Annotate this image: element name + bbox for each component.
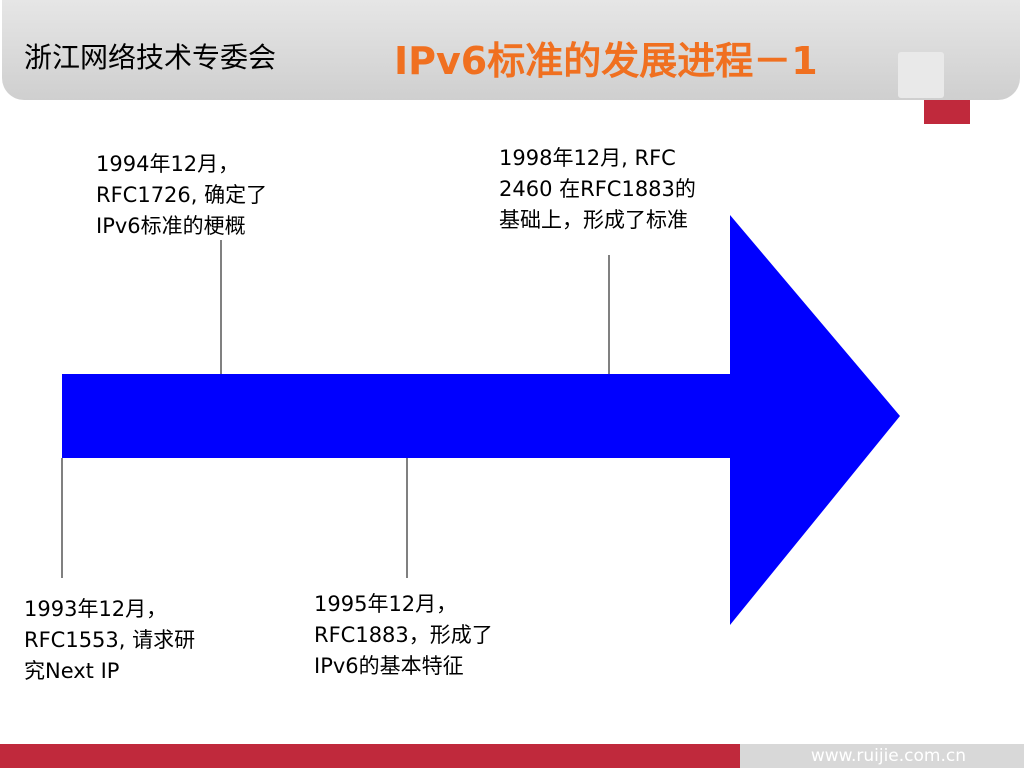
event-1995-line3: IPv6的基本特征 — [314, 654, 464, 678]
decorative-grey-square — [898, 52, 944, 98]
event-1998: 1998年12月, RFC 2460 在RFC1883的 基础上，形成了标准 — [499, 143, 696, 236]
organization-name: 浙江网络技术专委会 — [24, 41, 277, 74]
event-1995-line2: RFC1883，形成了 — [314, 623, 493, 647]
footer-url[interactable]: www.ruijie.com.cn — [810, 746, 966, 766]
header-bar: 浙江网络技术专委会 IPv6标准的发展进程－1 — [2, 0, 1020, 100]
footer-red-bar — [0, 744, 740, 768]
event-1994-line3: IPv6标准的梗概 — [96, 214, 246, 238]
event-1994-line2: RFC1726, 确定了 — [96, 183, 268, 207]
event-1993-line1: 1993年12月， — [24, 597, 168, 621]
slide-title: IPv6标准的发展进程－1 — [394, 39, 818, 83]
event-1998-line3: 基础上，形成了标准 — [499, 208, 688, 232]
event-1994: 1994年12月， RFC1726, 确定了 IPv6标准的梗概 — [96, 149, 267, 242]
timeline-arrow — [62, 215, 900, 625]
footer-grey-bar — [740, 744, 1024, 768]
event-1995: 1995年12月， RFC1883，形成了 IPv6的基本特征 — [314, 589, 493, 682]
event-1995-line1: 1995年12月， — [314, 592, 458, 616]
event-1993-line3: 究Next IP — [24, 659, 120, 683]
event-1993-line2: RFC1553, 请求研 — [24, 628, 196, 652]
event-1993: 1993年12月， RFC1553, 请求研 究Next IP — [24, 594, 195, 687]
event-1998-line2: 2460 在RFC1883的 — [499, 177, 696, 201]
event-1998-line1: 1998年12月, RFC — [499, 146, 676, 170]
event-1994-line1: 1994年12月， — [96, 152, 240, 176]
